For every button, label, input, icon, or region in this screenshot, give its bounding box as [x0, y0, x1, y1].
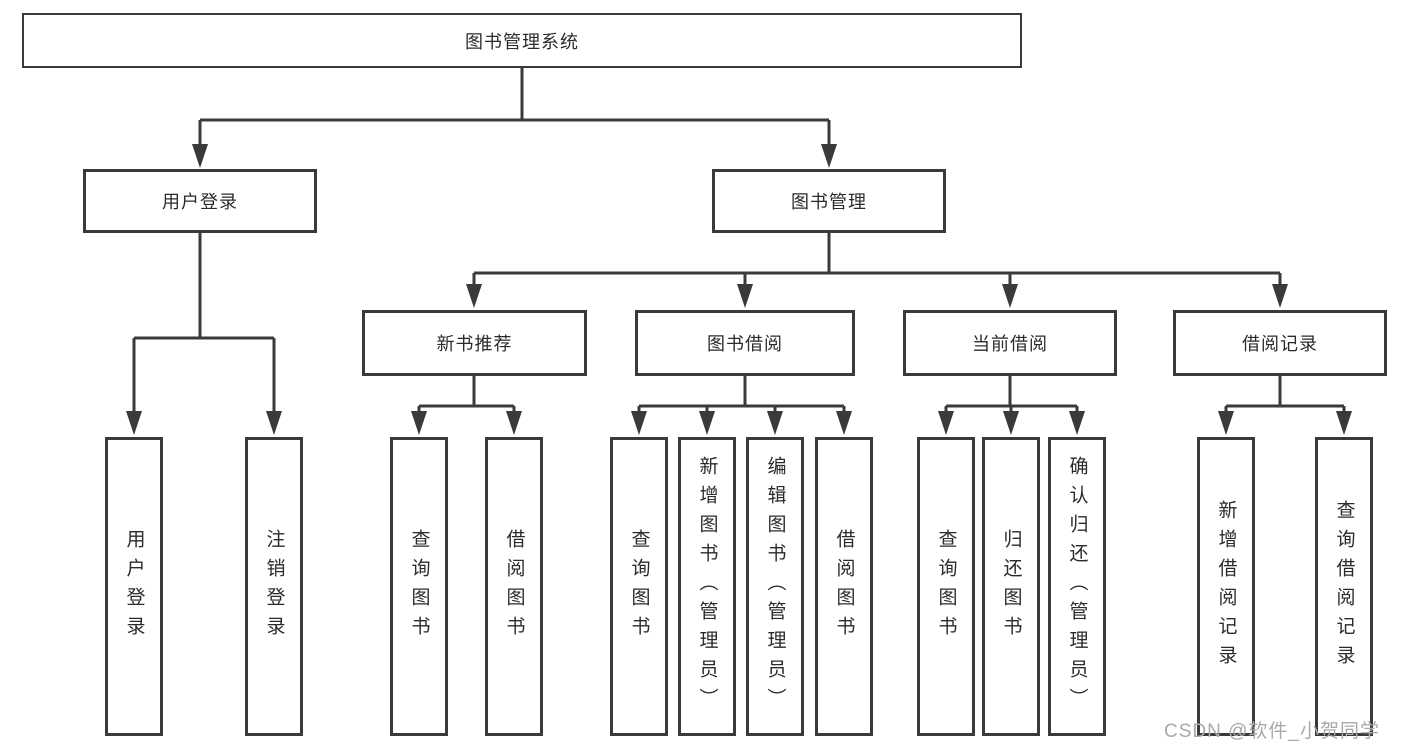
node-borrowing-records: 借阅记录 — [1173, 310, 1387, 376]
leaf-logout: 注销登录 — [245, 437, 303, 736]
leaf-add-borrowing-record: 新增借阅记录 — [1197, 437, 1255, 736]
node-label: 新增借阅记录 — [1215, 499, 1237, 674]
leaf-query-books-borrowing: 查询图书 — [610, 437, 668, 736]
csdn-watermark: CSDN @软件_小贺同学 — [1164, 721, 1380, 742]
node-label: 图书借阅 — [707, 334, 783, 354]
node-label: 借阅记录 — [1242, 334, 1318, 354]
leaf-add-books-admin: 新增图书（管理员） — [678, 437, 736, 736]
leaf-confirm-return-admin: 确认归还（管理员） — [1048, 437, 1106, 736]
arrow-head — [411, 411, 427, 435]
node-label: 借阅图书 — [503, 528, 525, 645]
leaf-user-login: 用户登录 — [105, 437, 163, 736]
arrow-head — [631, 411, 647, 435]
connector-borrowing-records-to-leaves — [1218, 376, 1352, 435]
arrow-head — [1002, 284, 1018, 308]
connector-book-borrowing-to-leaves — [631, 376, 852, 435]
connector-root-to-level2 — [192, 68, 837, 168]
leaf-borrow-books-recommendation: 借阅图书 — [485, 437, 543, 736]
node-label: 查询图书 — [628, 528, 650, 645]
arrow-head — [1272, 284, 1288, 308]
connector-new-book-recommendation-to-leaves — [411, 376, 522, 435]
arrow-head — [767, 411, 783, 435]
connector-user-login-to-leaves — [126, 233, 282, 435]
arrow-head — [1069, 411, 1085, 435]
arrow-head — [938, 411, 954, 435]
arrow-head — [836, 411, 852, 435]
node-label: 用户登录 — [162, 192, 238, 212]
arrow-head — [821, 144, 837, 168]
connector-book-management-to-level3 — [466, 232, 1288, 308]
node-label: 确认归还（管理员） — [1066, 456, 1088, 717]
node-label: 查询图书 — [935, 528, 957, 645]
node-label: 查询借阅记录 — [1333, 499, 1355, 674]
node-library-management-system: 图书管理系统 — [22, 13, 1022, 68]
arrow-head — [266, 411, 282, 435]
arrow-head — [126, 411, 142, 435]
leaf-edit-books-admin: 编辑图书（管理员） — [746, 437, 804, 736]
node-label: 当前借阅 — [972, 334, 1048, 354]
connector-line — [198, 68, 831, 146]
arrow-head — [466, 284, 482, 308]
node-label: 注销登录 — [263, 528, 285, 645]
node-label: 图书管理 — [791, 192, 867, 212]
leaf-return-books: 归还图书 — [982, 437, 1040, 736]
arrow-head — [506, 411, 522, 435]
connector-line — [944, 376, 1079, 413]
node-label: 编辑图书（管理员） — [764, 456, 786, 717]
connector-current-borrowing-to-leaves — [938, 376, 1085, 435]
node-label: 新书推荐 — [436, 334, 513, 354]
node-book-management: 图书管理 — [712, 169, 946, 233]
arrow-head — [699, 411, 715, 435]
arrow-head — [1336, 411, 1352, 435]
node-label: 图书管理系统 — [465, 31, 579, 52]
connector-line — [472, 232, 1282, 286]
arrow-head — [737, 284, 753, 308]
arrow-head — [1218, 411, 1234, 435]
node-current-borrowing: 当前借阅 — [903, 310, 1117, 376]
connector-line — [1224, 376, 1346, 413]
node-label: 查询图书 — [408, 528, 430, 645]
node-label: 归还图书 — [1000, 528, 1022, 645]
node-label: 用户登录 — [123, 528, 145, 645]
leaf-query-borrowing-record: 查询借阅记录 — [1315, 437, 1373, 736]
leaf-borrow-books: 借阅图书 — [815, 437, 873, 736]
leaf-query-books-recommendation: 查询图书 — [390, 437, 448, 736]
node-label: 新增图书（管理员） — [696, 456, 718, 717]
arrow-head — [1003, 411, 1019, 435]
node-label: 借阅图书 — [833, 528, 855, 645]
connector-line — [132, 233, 276, 413]
arrow-head — [192, 144, 208, 168]
connector-line — [417, 376, 516, 413]
connector-line — [637, 376, 846, 413]
node-book-borrowing: 图书借阅 — [635, 310, 855, 376]
node-new-book-recommendation: 新书推荐 — [362, 310, 587, 376]
leaf-query-books-current: 查询图书 — [917, 437, 975, 736]
node-user-login: 用户登录 — [83, 169, 317, 233]
